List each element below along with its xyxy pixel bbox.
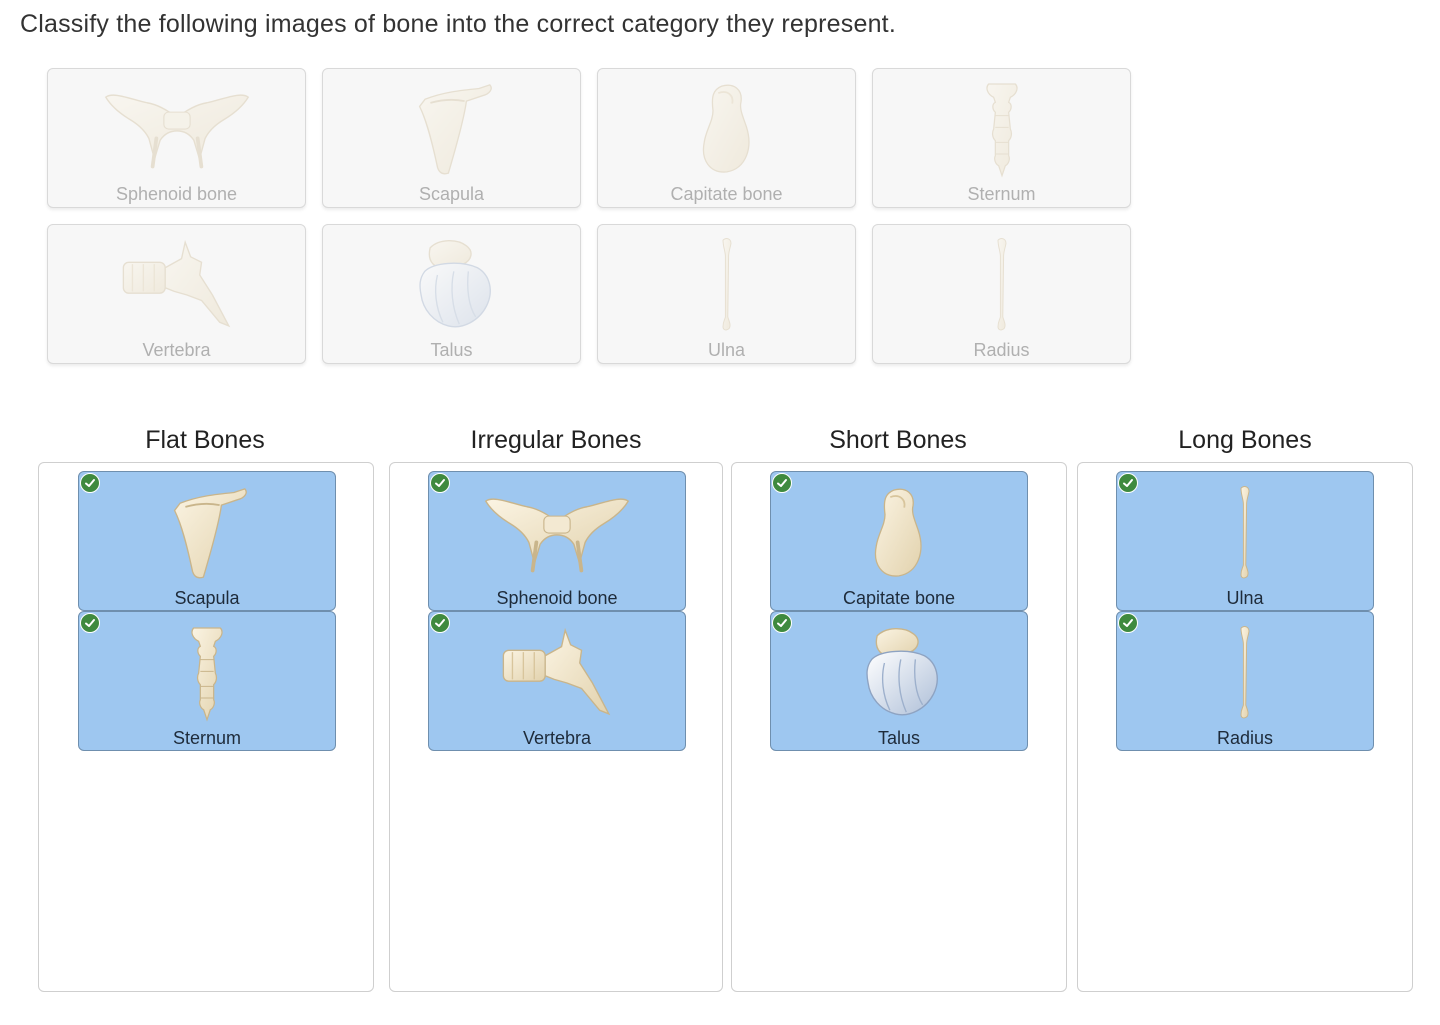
drop-zone-short-bones[interactable]: Capitate bone Talus — [731, 462, 1067, 992]
source-card-label: Ulna — [707, 340, 746, 360]
source-card-label: Sternum — [967, 184, 1036, 204]
sternum-icon — [977, 79, 1027, 179]
capitate-bone-icon — [864, 483, 934, 583]
talus-icon — [406, 235, 498, 335]
ulna-icon — [715, 235, 739, 335]
correct-check-icon — [430, 473, 450, 493]
correct-check-icon — [1118, 473, 1138, 493]
vertebra-icon — [497, 623, 617, 723]
placed-card-ulna[interactable]: Ulna — [1116, 471, 1374, 611]
placed-card-label: Radius — [1216, 728, 1274, 748]
placed-card-sternum[interactable]: Sternum — [78, 611, 336, 751]
source-card-vertebra[interactable]: Vertebra — [47, 224, 306, 364]
sphenoid-bone-icon — [102, 82, 252, 176]
category-title-short-bones: Short Bones — [829, 426, 967, 454]
category-title-irregular-bones: Irregular Bones — [470, 426, 642, 454]
vertebra-icon — [117, 235, 237, 335]
source-card-radius[interactable]: Radius — [872, 224, 1131, 364]
source-card-scapula[interactable]: Scapula — [322, 68, 581, 208]
source-card-ulna[interactable]: Ulna — [597, 224, 856, 364]
source-card-sphenoid-bone[interactable]: Sphenoid bone — [47, 68, 306, 208]
drop-zone-flat-bones[interactable]: Scapula Sternum — [38, 462, 374, 992]
source-card-label: Vertebra — [142, 340, 211, 360]
capitate-bone-icon — [692, 79, 762, 179]
placed-card-sphenoid-bone[interactable]: Sphenoid bone — [428, 471, 686, 611]
source-card-sternum[interactable]: Sternum — [872, 68, 1131, 208]
source-card-label: Scapula — [418, 184, 485, 204]
sphenoid-bone-icon — [482, 486, 632, 580]
drop-zone-irregular-bones[interactable]: Sphenoid bone Vertebra — [389, 462, 723, 992]
source-card-talus[interactable]: Talus — [322, 224, 581, 364]
placed-card-label: Vertebra — [522, 728, 592, 748]
placed-card-label: Scapula — [174, 588, 240, 608]
scapula-icon — [162, 483, 252, 583]
source-card-capitate-bone[interactable]: Capitate bone — [597, 68, 856, 208]
placed-card-vertebra[interactable]: Vertebra — [428, 611, 686, 751]
correct-check-icon — [772, 473, 792, 493]
placed-card-capitate-bone[interactable]: Capitate bone — [770, 471, 1028, 611]
source-card-label: Sphenoid bone — [115, 184, 238, 204]
correct-check-icon — [80, 473, 100, 493]
correct-check-icon — [430, 613, 450, 633]
correct-check-icon — [80, 613, 100, 633]
source-card-label: Radius — [973, 340, 1030, 360]
placed-card-radius[interactable]: Radius — [1116, 611, 1374, 751]
radius-icon — [1233, 623, 1257, 723]
category-title-flat-bones: Flat Bones — [145, 426, 265, 454]
drop-zone-long-bones[interactable]: Ulna Radius — [1077, 462, 1413, 992]
question-prompt: Classify the following images of bone in… — [20, 10, 896, 38]
placed-card-label: Ulna — [1226, 588, 1264, 608]
placed-card-talus[interactable]: Talus — [770, 611, 1028, 751]
talus-icon — [853, 623, 945, 723]
source-card-label: Talus — [430, 340, 473, 360]
source-card-label: Capitate bone — [670, 184, 783, 204]
scapula-icon — [407, 79, 497, 179]
placed-card-label: Capitate bone — [842, 588, 956, 608]
sternum-icon — [182, 623, 232, 723]
correct-check-icon — [772, 613, 792, 633]
placed-card-label: Talus — [877, 728, 921, 748]
placed-card-label: Sphenoid bone — [496, 588, 618, 608]
correct-check-icon — [1118, 613, 1138, 633]
placed-card-label: Sternum — [172, 728, 242, 748]
category-title-long-bones: Long Bones — [1178, 426, 1312, 454]
radius-icon — [990, 235, 1014, 335]
ulna-icon — [1233, 483, 1257, 583]
source-item-bank: Sphenoid bone Scapula Capitate bone Ster… — [47, 68, 1137, 364]
placed-card-scapula[interactable]: Scapula — [78, 471, 336, 611]
